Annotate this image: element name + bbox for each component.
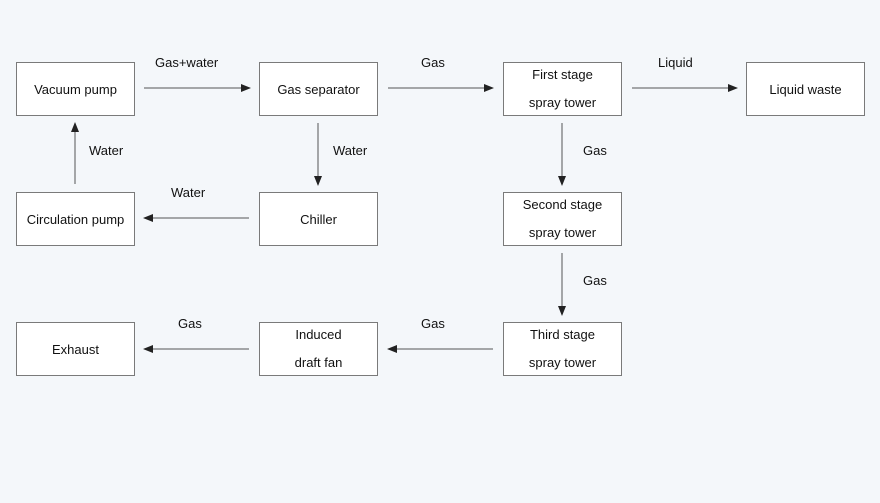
node-chiller: Chiller	[259, 192, 378, 246]
edge-label-gas: Gas	[178, 316, 202, 331]
edge-label-water: Water	[333, 143, 368, 158]
node-liquid-waste: Liquid waste	[746, 62, 865, 116]
node-circulation-pump: Circulation pump	[16, 192, 135, 246]
node-gas-separator: Gas separator	[259, 62, 378, 116]
edge-label-liquid: Liquid	[658, 55, 693, 70]
edge-label-water: Water	[89, 143, 124, 158]
node-induced-draft-fan: Induced draft fan	[259, 322, 378, 376]
node-exhaust: Exhaust	[16, 322, 135, 376]
node-label-line2: spray tower	[528, 355, 597, 370]
node-label-line1: First stage	[532, 67, 593, 82]
edge-label-water: Water	[171, 185, 206, 200]
node-label-line1: Second stage	[522, 197, 603, 212]
node-label-line1: Induced	[295, 327, 342, 342]
edge-label-gas: Gas	[421, 316, 445, 331]
node-first-stage-spray-tower: First stage spray tower	[503, 62, 622, 116]
edge-label-gas: Gas	[583, 143, 607, 158]
node-label: Vacuum pump	[34, 81, 117, 97]
node-label-line1: Third stage	[529, 327, 596, 342]
node-label-line2: spray tower	[528, 225, 597, 240]
node-second-stage-spray-tower: Second stage spray tower	[503, 192, 622, 246]
edge-label-gas-water: Gas+water	[155, 55, 219, 70]
edge-label-gas: Gas	[421, 55, 445, 70]
node-label: Circulation pump	[26, 211, 125, 227]
node-third-stage-spray-tower: Third stage spray tower	[503, 322, 622, 376]
node-label: Liquid waste	[769, 81, 842, 97]
edge-label-gas: Gas	[583, 273, 607, 288]
node-label: Gas separator	[277, 81, 360, 97]
node-label: Exhaust	[52, 341, 99, 357]
node-label-line2: draft fan	[294, 355, 343, 370]
node-vacuum-pump: Vacuum pump	[16, 62, 135, 116]
node-label: Chiller	[300, 211, 337, 227]
node-label-line2: spray tower	[528, 95, 597, 110]
